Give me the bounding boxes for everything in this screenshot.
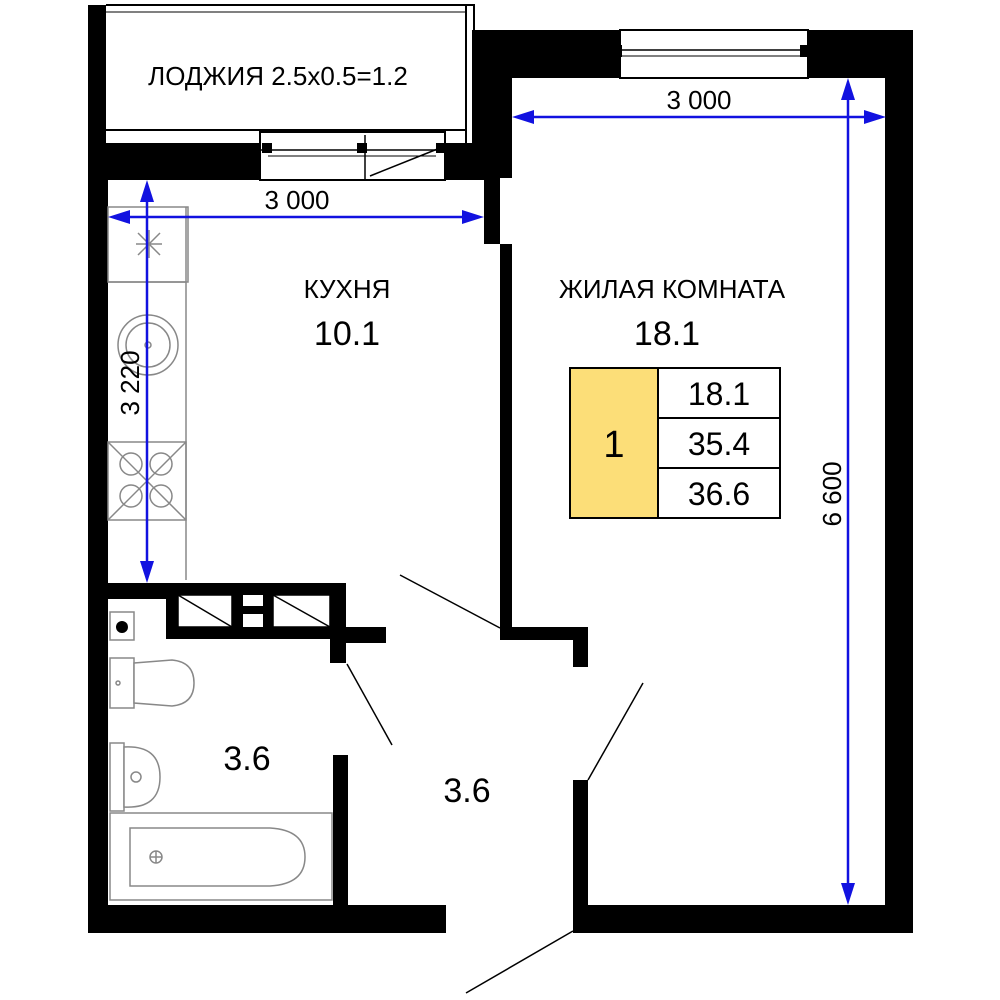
apartment-info-table: 1 18.1 35.4 36.6 [569, 367, 781, 519]
total-with-loggia-value: 36.6 [688, 476, 750, 512]
walls [88, 30, 913, 933]
bathroom-area: 3.6 [223, 740, 270, 778]
rooms-count: 1 [603, 424, 624, 466]
dimension-arrows [108, 78, 886, 905]
kitchen-area: 10.1 [314, 315, 380, 353]
washbasin-icon [109, 742, 161, 812]
rooms-count-badge [569, 367, 659, 519]
living-room-area: 18.1 [634, 315, 700, 353]
gas-riser-icon [136, 230, 162, 258]
doors [346, 574, 644, 994]
bathtub-icon [109, 812, 333, 901]
boiler-icon [109, 611, 135, 641]
living-depth-dimension: 6 600 [817, 461, 847, 526]
living-room-name: ЖИЛАЯ КОМНАТА [559, 274, 786, 304]
living-area-value: 18.1 [688, 376, 750, 412]
kitchen-name: КУХНЯ [304, 274, 391, 304]
total-area-value: 35.4 [688, 426, 750, 462]
window-living [610, 29, 812, 79]
loggia: ЛОДЖИЯ 2.5х0.5=1.2 [88, 4, 475, 146]
ventilation-shafts [166, 583, 331, 639]
living-width-dimension: 3 000 [666, 85, 731, 115]
window-kitchen [259, 131, 446, 181]
hallway-area: 3.6 [443, 772, 490, 810]
kitchen-width-dimension: 3 000 [264, 185, 329, 215]
toilet-icon [109, 657, 195, 709]
loggia-label: ЛОДЖИЯ 2.5х0.5=1.2 [148, 61, 408, 91]
kitchen-depth-dimension: 3 220 [115, 350, 145, 415]
